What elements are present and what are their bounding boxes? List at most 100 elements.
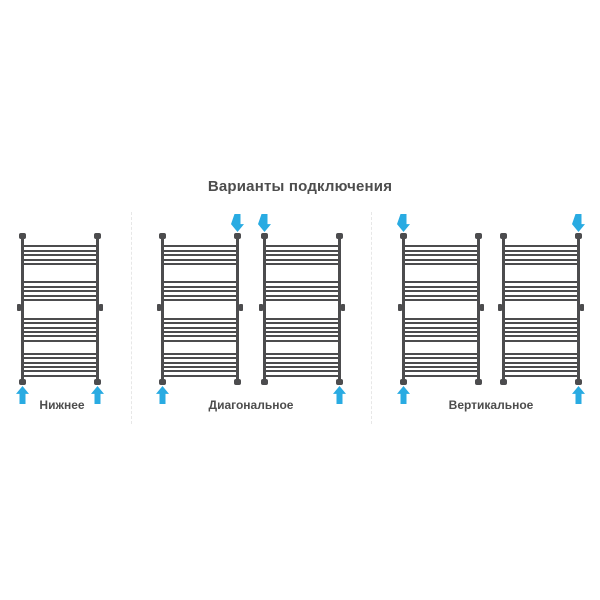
crossbar	[504, 335, 578, 338]
crossbar	[23, 249, 97, 252]
crossbar	[404, 335, 478, 338]
crossbar	[265, 263, 339, 265]
crossbar	[23, 318, 97, 320]
radiator-right-rail	[236, 237, 239, 381]
crossbar	[404, 249, 478, 252]
radiator-left-rail	[502, 237, 505, 381]
crossbar	[163, 249, 237, 252]
crossbar	[504, 361, 578, 364]
crossbar	[163, 353, 237, 355]
flow-arrow-down-icon	[231, 214, 244, 232]
crossbar	[163, 322, 237, 325]
crossbar	[504, 290, 578, 292]
variant-label-diagonal: Диагональное	[208, 398, 294, 412]
crossbar	[265, 335, 339, 338]
crossbar	[404, 357, 478, 360]
end-cap	[575, 379, 582, 385]
crossbar	[504, 370, 578, 373]
end-cap	[234, 379, 241, 385]
crossbar	[23, 330, 97, 333]
end-cap	[475, 379, 482, 385]
section-divider	[131, 212, 132, 424]
crossbar	[265, 299, 339, 301]
flow-arrow-up-icon	[16, 386, 29, 404]
crossbar	[163, 254, 237, 256]
radiator-vertical-2	[498, 214, 585, 404]
crossbar	[404, 370, 478, 373]
crossbar	[23, 258, 97, 261]
crossbar	[504, 339, 578, 342]
crossbar	[265, 353, 339, 355]
crossbar	[504, 285, 578, 288]
end-cap	[475, 233, 482, 239]
crossbar	[404, 263, 478, 265]
end-cap	[94, 379, 101, 385]
side-connector	[480, 304, 484, 311]
crossbar	[404, 361, 478, 364]
crossbar	[265, 357, 339, 360]
side-connector	[341, 304, 345, 311]
end-cap	[336, 379, 343, 385]
crossbar	[404, 245, 478, 247]
crossbar	[404, 299, 478, 301]
crossbar	[504, 330, 578, 333]
side-connector	[580, 304, 584, 311]
variant-label-vertical: Вертикальное	[448, 398, 534, 412]
crossbar	[163, 285, 237, 288]
crossbar	[504, 374, 578, 377]
end-cap	[400, 233, 407, 239]
crossbar	[163, 374, 237, 377]
crossbar	[163, 318, 237, 320]
crossbar	[23, 254, 97, 256]
crossbar	[265, 365, 339, 368]
radiator-left-rail	[21, 237, 24, 381]
side-connector	[17, 304, 21, 311]
end-cap	[500, 379, 507, 385]
crossbar	[23, 339, 97, 342]
flow-arrow-up-icon	[333, 386, 346, 404]
flow-arrow-up-icon	[397, 386, 410, 404]
end-cap	[159, 379, 166, 385]
crossbar	[23, 361, 97, 364]
end-cap	[400, 379, 407, 385]
crossbar	[23, 374, 97, 377]
crossbar	[504, 365, 578, 368]
crossbar	[265, 294, 339, 297]
crossbar	[404, 330, 478, 333]
flow-arrow-up-icon	[91, 386, 104, 404]
radiator-bottom	[16, 233, 104, 404]
crossbar	[404, 281, 478, 283]
crossbar	[504, 299, 578, 301]
radiator-right-rail	[338, 237, 341, 381]
end-cap	[19, 379, 26, 385]
flow-arrow-down-icon	[572, 214, 585, 232]
radiator-left-rail	[402, 237, 405, 381]
crossbar	[504, 322, 578, 325]
crossbar	[163, 330, 237, 333]
crossbar	[163, 357, 237, 360]
crossbar	[404, 254, 478, 256]
end-cap	[234, 233, 241, 239]
radiator-left-rail	[161, 237, 164, 381]
crossbar	[265, 285, 339, 288]
crossbar	[23, 335, 97, 338]
crossbar	[504, 294, 578, 297]
crossbar	[504, 281, 578, 283]
crossbar	[23, 357, 97, 360]
end-cap	[159, 233, 166, 239]
crossbar	[265, 249, 339, 252]
side-connector	[398, 304, 402, 311]
crossbar	[163, 365, 237, 368]
page-title: Варианты подключения	[207, 178, 393, 195]
side-connector	[259, 304, 263, 311]
crossbar	[23, 281, 97, 283]
end-cap	[336, 233, 343, 239]
end-cap	[19, 233, 26, 239]
crossbar	[163, 299, 237, 301]
side-connector	[498, 304, 502, 311]
crossbar	[163, 361, 237, 364]
radiator-diagonal-2	[258, 214, 346, 404]
crossbar	[265, 339, 339, 342]
crossbar	[265, 330, 339, 333]
